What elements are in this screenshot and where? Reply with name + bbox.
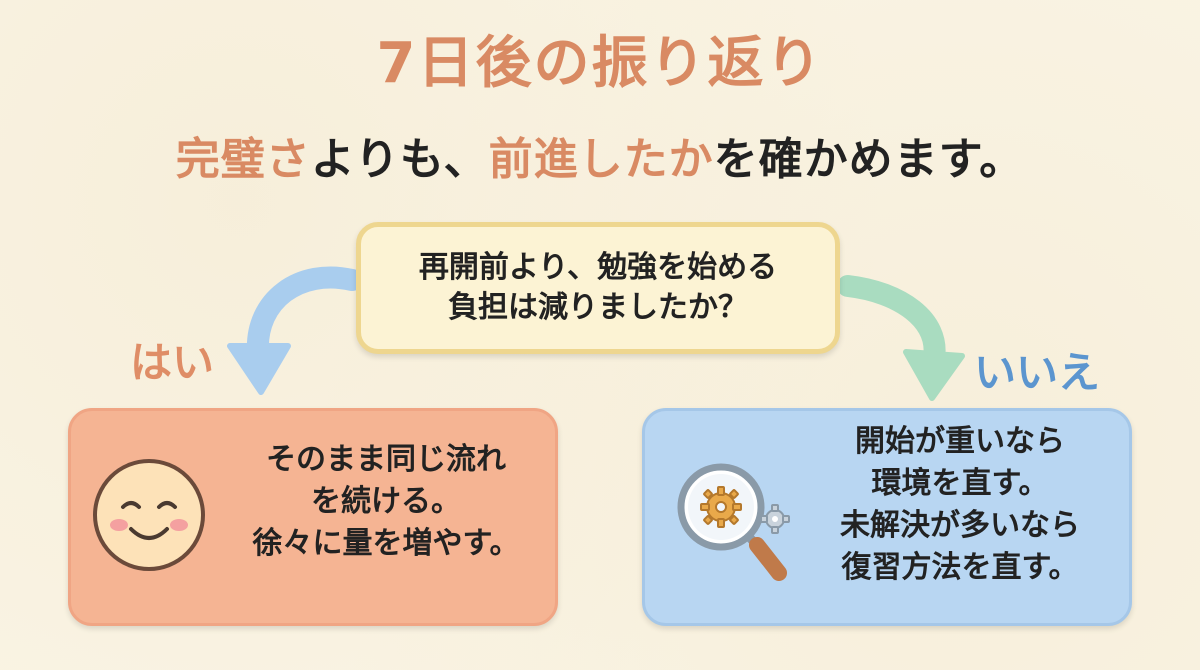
arrow-to-yes-icon — [246, 266, 363, 363]
arrow-head-no — [903, 349, 965, 401]
no-text-line-1: 開始が重いなら — [855, 424, 1065, 459]
branch-label-no: いいえ — [974, 348, 1101, 397]
subtitle-text-rather-than: よりも、 — [310, 134, 489, 185]
question-line-1: 再開前より、勉強を始める — [418, 249, 778, 285]
subtitle-text-confirm: を確かめます。 — [713, 134, 1025, 185]
page-subtitle: 完璧さよりも、前進したかを確かめます。 — [0, 138, 1200, 182]
branch-label-yes: はい — [130, 338, 215, 387]
subtitle-highlight-progress: 前進したか — [488, 134, 714, 185]
yes-result-text: そのまま同じ流れ を続ける。 徐々に量を増やす。 — [231, 439, 541, 565]
question-box: 再開前より、勉強を始める 負担は減りましたか？ — [356, 222, 840, 354]
question-line-2: 負担は減りましたか？ — [448, 290, 748, 325]
magnifier-gear-icon — [677, 463, 790, 581]
yes-text-line-1: そのまま同じ流れ — [266, 442, 506, 477]
no-result-text: 開始が重いなら 環境を直す。 未解決が多いなら 復習方法を直す。 — [795, 421, 1125, 589]
smiley-face-icon — [93, 459, 205, 571]
no-result-card: 開始が重いなら 環境を直す。 未解決が多いなら 復習方法を直す。 — [642, 408, 1132, 626]
no-text-line-2: 環境を直す。 — [871, 466, 1049, 501]
arrow-head-yes — [227, 343, 291, 395]
arrow-to-no-icon — [837, 275, 946, 369]
no-text-line-3: 未解決が多いなら — [840, 508, 1080, 543]
yes-text-line-3: 徐々に量を増やす。 — [252, 526, 520, 561]
yes-result-card: そのまま同じ流れ を続ける。 徐々に量を増やす。 — [68, 408, 558, 626]
yes-text-line-2: を続ける。 — [311, 484, 461, 519]
no-text-line-4: 復習方法を直す。 — [841, 550, 1079, 585]
subtitle-highlight-perfection: 完璧さ — [175, 134, 311, 185]
page-title: 7日後の振り返り — [376, 31, 824, 96]
